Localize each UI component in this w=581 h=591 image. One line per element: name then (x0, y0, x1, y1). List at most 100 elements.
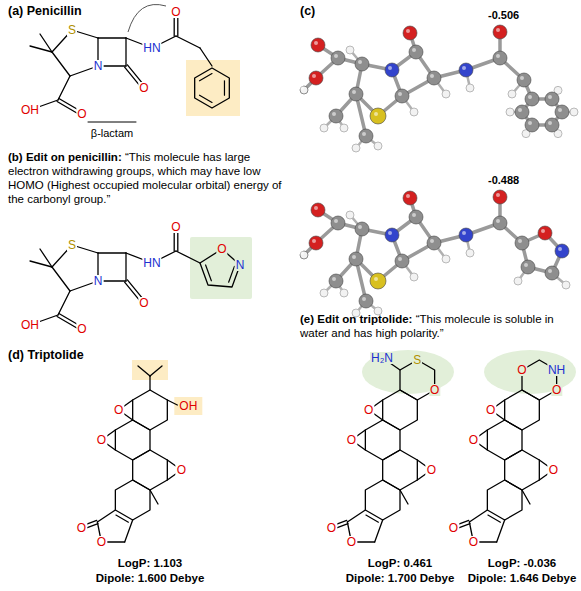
atom-label: O (176, 464, 187, 476)
atom-ball (515, 236, 529, 250)
atom-label: O (216, 243, 227, 255)
ball-shine (528, 95, 532, 99)
atom-ball (459, 63, 473, 77)
ball-shine (334, 54, 338, 58)
atom-label: O (485, 404, 496, 416)
atom-ball (459, 228, 473, 242)
highlight-box (186, 60, 240, 116)
highlight-box (174, 397, 202, 415)
hydrogen-ball (346, 211, 354, 219)
ball-shine (548, 269, 552, 273)
ball-shine (362, 297, 366, 301)
atom-ball (349, 252, 363, 266)
ball-shine (548, 95, 552, 99)
atom-ball (521, 260, 535, 274)
ring (383, 390, 418, 430)
bond (200, 48, 212, 66)
atom-label: O (363, 404, 374, 416)
ball-shine (541, 229, 545, 233)
atom-label: OH (20, 104, 40, 116)
atom-ball (311, 38, 325, 52)
ring (505, 450, 540, 490)
ball-shine (352, 255, 356, 259)
atom-label: N (93, 60, 104, 72)
ball-shine (312, 239, 316, 243)
hydrogen-ball (562, 281, 570, 289)
bond (125, 38, 126, 66)
atom-ball (525, 92, 539, 106)
bond (52, 267, 70, 291)
atom-label: O (96, 536, 107, 548)
atom-label: O (468, 434, 479, 446)
ball-shine (398, 92, 402, 96)
hydrogen-ball (346, 46, 354, 54)
atom-ball (300, 86, 308, 94)
hydrogen-ball (410, 108, 418, 116)
bond (149, 376, 150, 390)
ball-shine (548, 121, 552, 125)
atom-ball (385, 228, 399, 242)
atom-ball (331, 216, 345, 230)
ball-shine (312, 74, 316, 78)
bond (522, 490, 530, 504)
atom-ball (359, 294, 373, 308)
ball-shine (332, 277, 336, 281)
atom-ball (311, 203, 325, 217)
double-bond (200, 95, 212, 102)
atom-label: OH (178, 400, 198, 412)
bond (125, 253, 126, 281)
double-bond (229, 266, 235, 282)
atom-ball (395, 254, 409, 268)
bond (98, 37, 126, 38)
ball-shine (314, 206, 318, 210)
atom-ball (355, 57, 369, 71)
atom-ball (329, 274, 343, 288)
bond (469, 510, 487, 522)
atom-ball (403, 26, 417, 40)
ball-shine (300, 86, 304, 90)
highlight-box (190, 237, 252, 299)
ball-shine (462, 66, 466, 70)
ball-shine (332, 112, 336, 116)
ball-shine (518, 239, 522, 243)
atom-ball (409, 45, 423, 59)
bond (167, 400, 177, 405)
atom-ball (300, 251, 308, 259)
bond (97, 510, 115, 522)
atom-label: O (76, 108, 87, 120)
atom-label: H₂N (370, 352, 394, 364)
atom-label: O (448, 522, 459, 534)
atom-ball (427, 236, 441, 250)
ring (115, 480, 150, 520)
ring (133, 450, 168, 490)
hydrogen-ball (352, 144, 360, 152)
atom-ball (427, 71, 441, 85)
ring (505, 390, 540, 430)
ball-shine (334, 219, 338, 223)
bond (58, 291, 70, 315)
ball-shine (362, 132, 366, 136)
property-value: Dipole: 1.646 Debye (468, 571, 577, 585)
benzene-ring (195, 68, 230, 108)
atom-ball (370, 273, 386, 289)
ball-shine (412, 48, 416, 52)
atom-ball (555, 244, 569, 258)
ball-shine (496, 54, 500, 58)
atom-ball (493, 216, 507, 230)
edit-arc (128, 4, 166, 32)
ball-shine (388, 66, 392, 70)
ball-shine (388, 231, 392, 235)
atom-ball (359, 129, 373, 143)
bond (58, 76, 70, 100)
atom-ball (493, 25, 507, 39)
ball-shine (496, 219, 500, 223)
atom-label: OH (20, 319, 40, 331)
ring (133, 390, 168, 430)
edit-block: (b) Edit on penicillin: “This molecule h… (8, 150, 293, 206)
atom-label: O (468, 536, 479, 548)
charge-value: -0.506 (488, 8, 519, 22)
bond (390, 363, 400, 370)
panel-heading: (a) Penicillin (8, 4, 82, 18)
atom-ball (525, 118, 539, 132)
ball-shine (412, 213, 416, 217)
